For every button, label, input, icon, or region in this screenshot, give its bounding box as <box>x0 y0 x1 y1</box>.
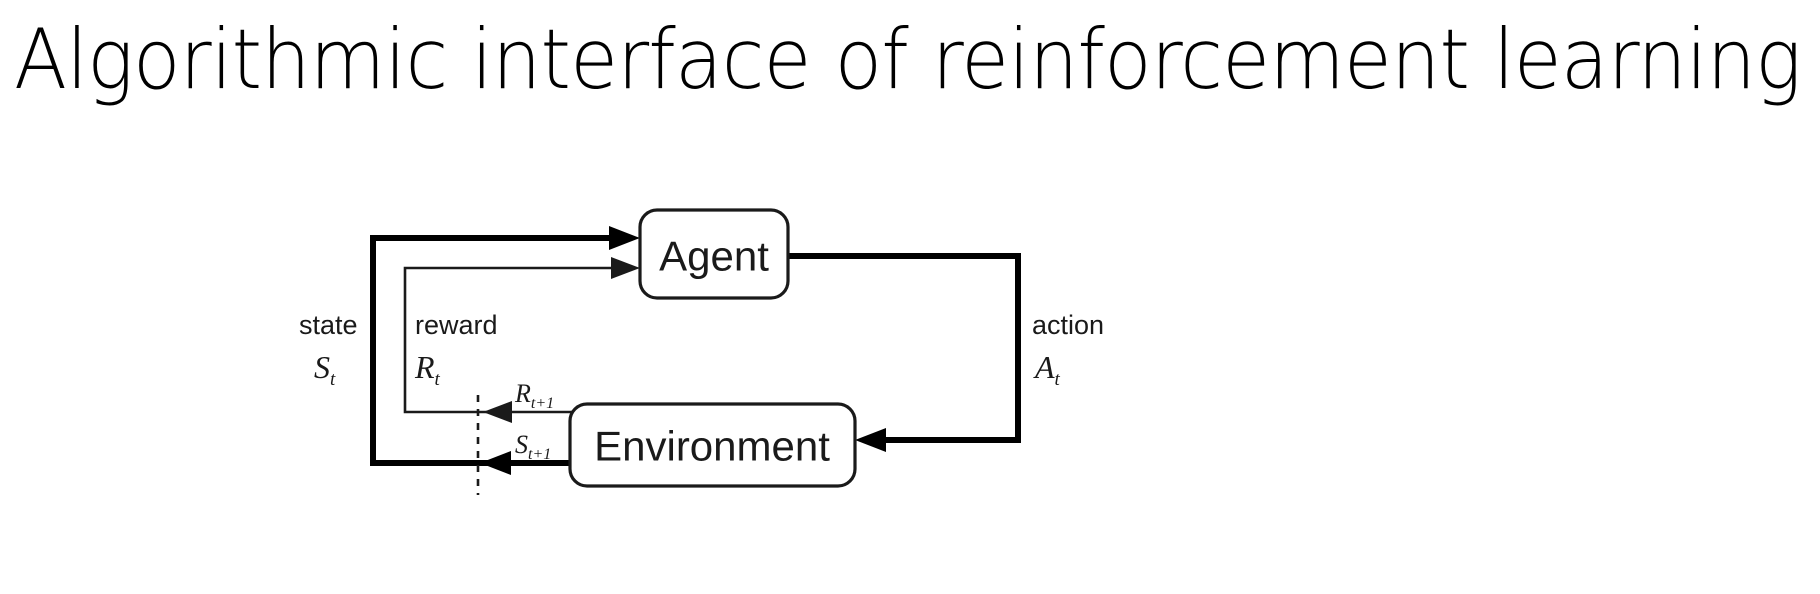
reward-symbol-subscript: t <box>435 369 441 390</box>
state-label: state <box>299 310 358 340</box>
state-feedback-path <box>370 235 622 466</box>
next-state-symbol: St+1 <box>515 430 551 463</box>
next-state-symbol-base: S <box>515 430 528 459</box>
next-reward-symbol-base: R <box>514 379 531 408</box>
action-symbol-base: A <box>1033 349 1055 385</box>
reward-feedback-path <box>403 266 622 414</box>
agent-environment-diagram: Agent Environment state St reward Rt act… <box>0 150 1820 550</box>
agent-box[interactable] <box>638 208 790 300</box>
next-state-arrowhead-icon <box>480 451 511 475</box>
reward-label: reward <box>415 310 498 340</box>
next-reward-symbol-subscript: t+1 <box>531 395 554 412</box>
state-arrowhead-icon <box>609 226 640 250</box>
state-symbol-base: S <box>314 349 330 385</box>
reward-arrowhead-icon <box>611 257 640 279</box>
environment-box[interactable] <box>568 402 857 488</box>
action-symbol: At <box>1033 349 1061 390</box>
state-symbol-subscript: t <box>330 369 336 390</box>
next-reward-arrowhead-icon <box>483 401 512 423</box>
page-title: Algorithmic interface of reinforcement l… <box>14 11 1802 108</box>
action-path <box>786 253 1021 443</box>
state-symbol: St <box>314 349 336 390</box>
next-reward-symbol: Rt+1 <box>514 379 554 412</box>
reward-symbol: Rt <box>414 349 441 390</box>
reward-symbol-base: R <box>414 349 435 385</box>
agent-box-label: Agent <box>659 233 769 280</box>
action-label: action <box>1032 310 1104 340</box>
environment-box-label: Environment <box>594 423 830 470</box>
next-state-symbol-subscript: t+1 <box>528 446 551 463</box>
action-symbol-subscript: t <box>1055 369 1061 390</box>
action-arrowhead-icon <box>855 428 886 452</box>
